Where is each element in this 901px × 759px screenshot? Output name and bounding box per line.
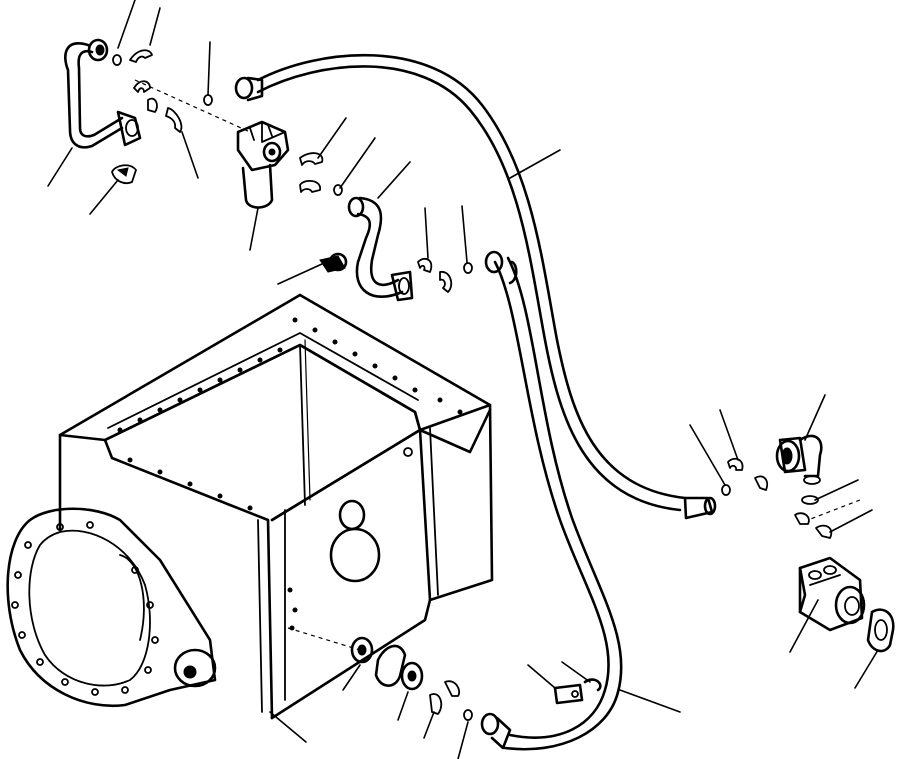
long-hose-upper <box>234 53 717 520</box>
filter-assembly <box>236 120 290 209</box>
hydraulic-pump <box>798 556 866 632</box>
clamp-parts-mid <box>299 152 343 196</box>
front-flange <box>6 507 217 708</box>
hose-clip-bottom <box>553 678 602 705</box>
bottom-flange-parts <box>350 636 473 721</box>
right-small-parts <box>721 457 833 539</box>
long-hose-lower <box>480 250 623 751</box>
middle-bent-pipe <box>319 196 473 302</box>
bent-pipe-top-left <box>64 38 142 149</box>
pump-gasket <box>866 608 895 653</box>
right-elbow-fitting <box>775 434 823 485</box>
leader-lines <box>47 0 879 759</box>
alignment-lines <box>134 79 861 651</box>
rim-bolt-holes <box>117 317 463 631</box>
clamp-parts-top-left <box>111 49 213 185</box>
transmission-housing <box>6 293 494 720</box>
